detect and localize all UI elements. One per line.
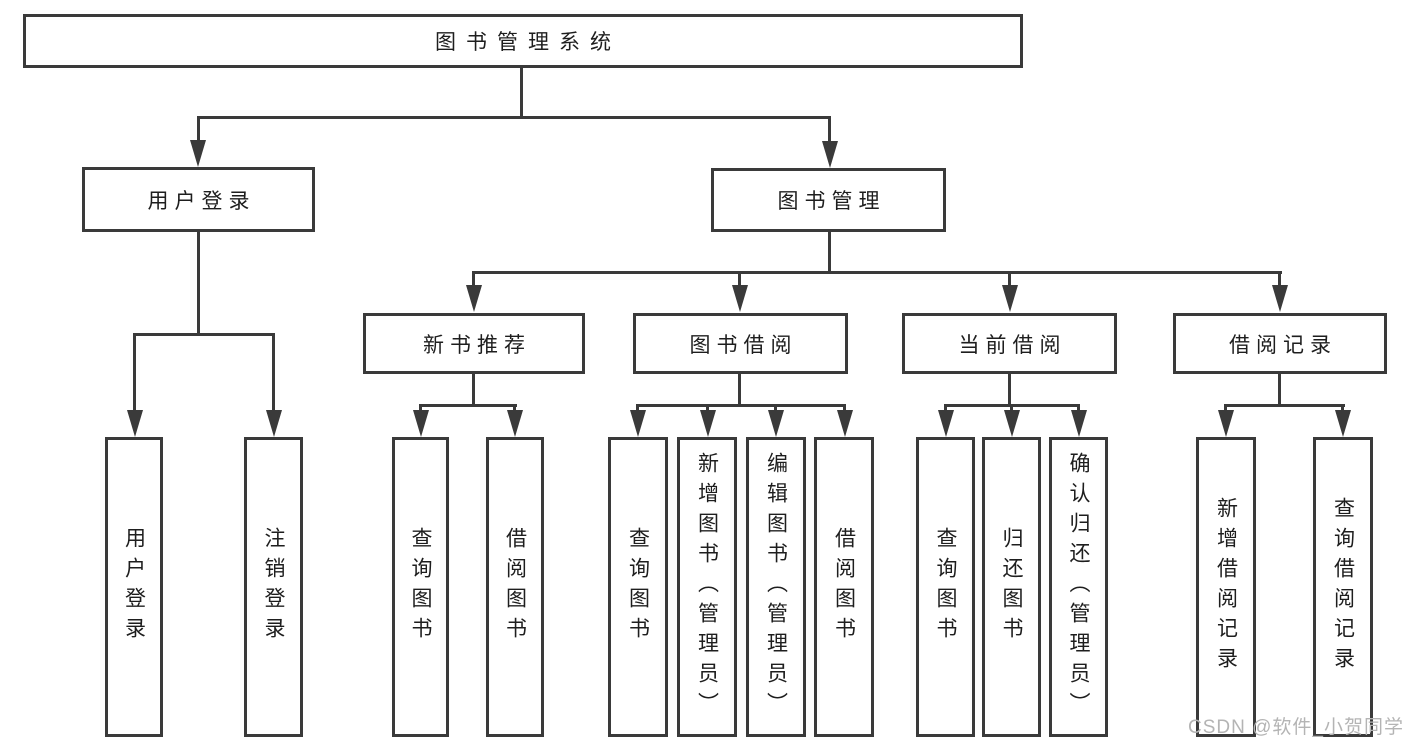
connector-line (472, 271, 475, 288)
connector-line (944, 404, 947, 413)
node-leaf-query-book-1: 查询图书 (392, 437, 449, 737)
node-label: 确认归还（管理员） (1067, 452, 1090, 722)
node-leaf-query-book-2: 查询图书 (608, 437, 668, 737)
connector-arrow-down-icon (266, 410, 282, 437)
connector-line (513, 404, 516, 413)
connector-line (1341, 404, 1344, 413)
connector-line (1008, 271, 1011, 288)
connector-line (472, 374, 475, 407)
connector-line (828, 232, 831, 274)
connector-line (419, 404, 422, 413)
node-leaf-return-book: 归还图书 (982, 437, 1041, 737)
connector-arrow-down-icon (1218, 410, 1234, 437)
node-leaf-query-record: 查询借阅记录 (1313, 437, 1373, 737)
node-label: 图书管理 (777, 190, 886, 213)
connector-line (520, 68, 523, 118)
node-label: 用户登录 (147, 189, 256, 213)
connector-line (472, 271, 1282, 274)
node-label: 新书推荐 (423, 333, 531, 357)
connector-line (133, 333, 275, 336)
connector-arrow-down-icon (413, 410, 429, 437)
node-leaf-add-record: 新增借阅记录 (1196, 437, 1256, 737)
connector-line (197, 232, 200, 336)
connector-arrow-down-icon (732, 285, 748, 312)
connector-arrow-down-icon (127, 410, 143, 437)
connector-line (738, 271, 741, 288)
connector-arrow-down-icon (1335, 410, 1351, 437)
node-leaf-query-book-3: 查询图书 (916, 437, 975, 737)
node-label: 查询图书 (409, 527, 432, 647)
node-book-borrow: 图书借阅 (633, 313, 848, 374)
connector-line (774, 404, 777, 413)
node-label: 查询借阅记录 (1331, 497, 1355, 677)
node-user-login: 用户登录 (82, 167, 315, 232)
connector-arrow-down-icon (1071, 410, 1087, 437)
connector-line (197, 116, 831, 119)
node-label: 用户登录 (122, 527, 146, 647)
connector-line (706, 404, 709, 413)
node-label: 当前借阅 (958, 333, 1067, 357)
connector-arrow-down-icon (700, 410, 716, 437)
connector-arrow-down-icon (768, 410, 784, 437)
connector-arrow-down-icon (837, 410, 853, 437)
connector-line (1278, 374, 1281, 407)
connector-line (828, 116, 831, 143)
node-label: 图书借阅 (689, 333, 798, 357)
node-book-mgmt: 图书管理 (711, 168, 946, 232)
node-leaf-edit-book: 编辑图书（管理员） (746, 437, 806, 737)
node-label: 借阅图书 (503, 527, 527, 647)
node-leaf-borrow-book-1: 借阅图书 (486, 437, 544, 737)
connector-arrow-down-icon (466, 285, 482, 312)
connector-arrow-down-icon (507, 410, 523, 437)
node-label: 编辑图书（管理员） (764, 452, 788, 722)
node-leaf-add-book: 新增图书（管理员） (677, 437, 737, 737)
node-root: 图书管理系统 (23, 14, 1023, 68)
connector-line (1224, 404, 1345, 407)
connector-line (197, 116, 200, 143)
node-label: 查询图书 (626, 527, 650, 647)
connector-line (843, 404, 846, 413)
node-label: 新增借阅记录 (1214, 497, 1238, 677)
connector-line (636, 404, 846, 407)
csdn-watermark: CSDN @软件_小贺同学 (1188, 717, 1404, 738)
node-borrow-records: 借阅记录 (1173, 313, 1387, 374)
connector-arrow-down-icon (822, 141, 838, 168)
connector-arrow-down-icon (1272, 285, 1288, 312)
connector-arrow-down-icon (630, 410, 646, 437)
connector-line (1224, 404, 1227, 413)
node-label: 借阅记录 (1229, 333, 1337, 357)
node-label: 图书管理系统 (435, 31, 621, 54)
node-label: 注销登录 (262, 527, 285, 647)
connector-line (133, 333, 136, 413)
node-label: 查询图书 (934, 527, 957, 647)
connector-line (1077, 404, 1080, 413)
connector-arrow-down-icon (938, 410, 954, 437)
connector-arrow-down-icon (1004, 410, 1020, 437)
node-leaf-borrow-book-2: 借阅图书 (814, 437, 874, 737)
connector-line (272, 333, 275, 413)
connector-arrow-down-icon (190, 140, 206, 167)
node-current-borrow: 当前借阅 (902, 313, 1117, 374)
node-leaf-user-login: 用户登录 (105, 437, 163, 737)
node-label: 新增图书（管理员） (695, 452, 719, 722)
connector-line (419, 404, 517, 407)
node-leaf-logout: 注销登录 (244, 437, 303, 737)
connector-arrow-down-icon (1002, 285, 1018, 312)
node-label: 借阅图书 (832, 527, 856, 647)
connector-line (1008, 374, 1011, 407)
connector-line (738, 374, 741, 407)
connector-line (636, 404, 639, 413)
connector-line (1010, 404, 1013, 413)
node-label: 归还图书 (1000, 527, 1023, 647)
node-new-book-rec: 新书推荐 (363, 313, 585, 374)
node-leaf-confirm-return: 确认归还（管理员） (1049, 437, 1108, 737)
connector-line (1278, 271, 1281, 288)
